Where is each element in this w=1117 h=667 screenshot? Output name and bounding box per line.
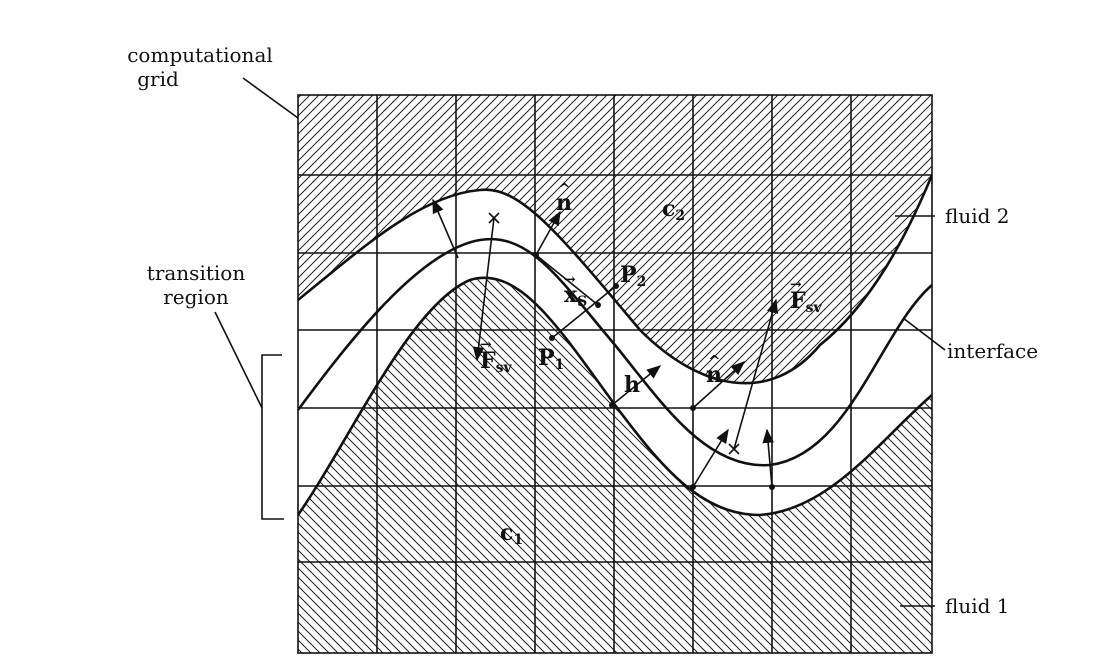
interface-curves (298, 174, 932, 517)
transition-bracket (261, 354, 284, 520)
surface-force-right: Fsv (790, 288, 823, 316)
fluid-2-label: fluid 2 (945, 204, 1010, 228)
point-p1: P1 (538, 345, 564, 373)
normal-vector-mid: n (706, 362, 722, 388)
position-vector-xs: xS (564, 282, 587, 310)
surface-force-left: Fsv (480, 348, 513, 376)
transition-region-label: transition (147, 261, 246, 285)
transition-region-label-2: region (163, 285, 229, 309)
hat-mid: ^ (708, 352, 721, 370)
normal-vector-top: n (556, 190, 572, 216)
concentration-c2: c2 (662, 196, 685, 224)
text-labels: computational grid transition region flu… (127, 43, 1038, 618)
computational-grid (297, 94, 933, 654)
vector-annotations (432, 198, 779, 490)
hat-top: ^ (558, 180, 571, 198)
fluid-regions (298, 95, 932, 653)
vector-arrow-fsv-left: → (480, 337, 492, 353)
vector-arrow-xs: → (564, 272, 576, 288)
transition-lower-boundary (298, 276, 932, 517)
interface-label: interface (947, 339, 1038, 363)
computational-grid-label-2: grid (137, 67, 179, 91)
concentration-c1: c1 (500, 520, 523, 548)
point-p2: P2 (620, 262, 646, 290)
vector-arrow-fsv-right: → (790, 277, 802, 293)
interface-curve (298, 237, 932, 467)
fluid-2-region (298, 95, 932, 384)
fluid-1-region (298, 277, 932, 653)
math-symbols: n ^ c2 xS → P2 P1 Fsv → h n ^ Fsv → c1 (480, 180, 823, 548)
fluid-1-label: fluid 1 (945, 594, 1010, 618)
transition-upper-boundary (298, 174, 932, 385)
interface-thickness-h: h (624, 372, 640, 398)
computational-grid-label: computational (127, 43, 273, 67)
leader-lines (214, 77, 946, 607)
